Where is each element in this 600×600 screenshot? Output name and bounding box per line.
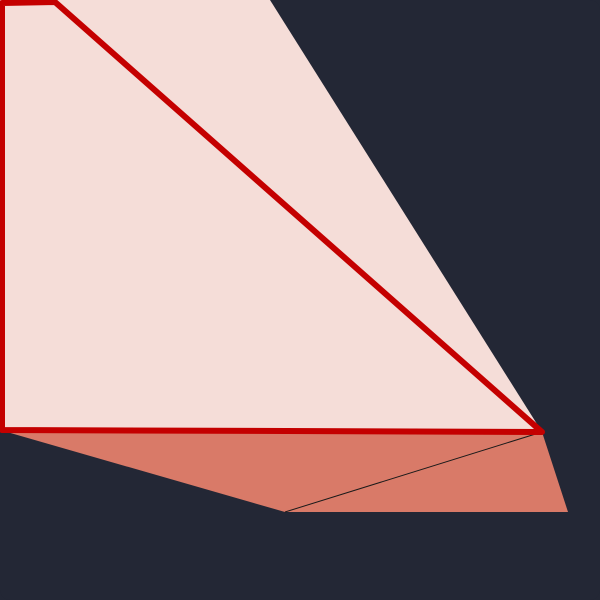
highlighted-outline-polygon[interactable] [0,0,545,435]
large-light-polygon[interactable] [0,0,542,432]
lower-dark-polygon[interactable] [0,430,568,512]
polygon-edge-line [284,431,543,513]
